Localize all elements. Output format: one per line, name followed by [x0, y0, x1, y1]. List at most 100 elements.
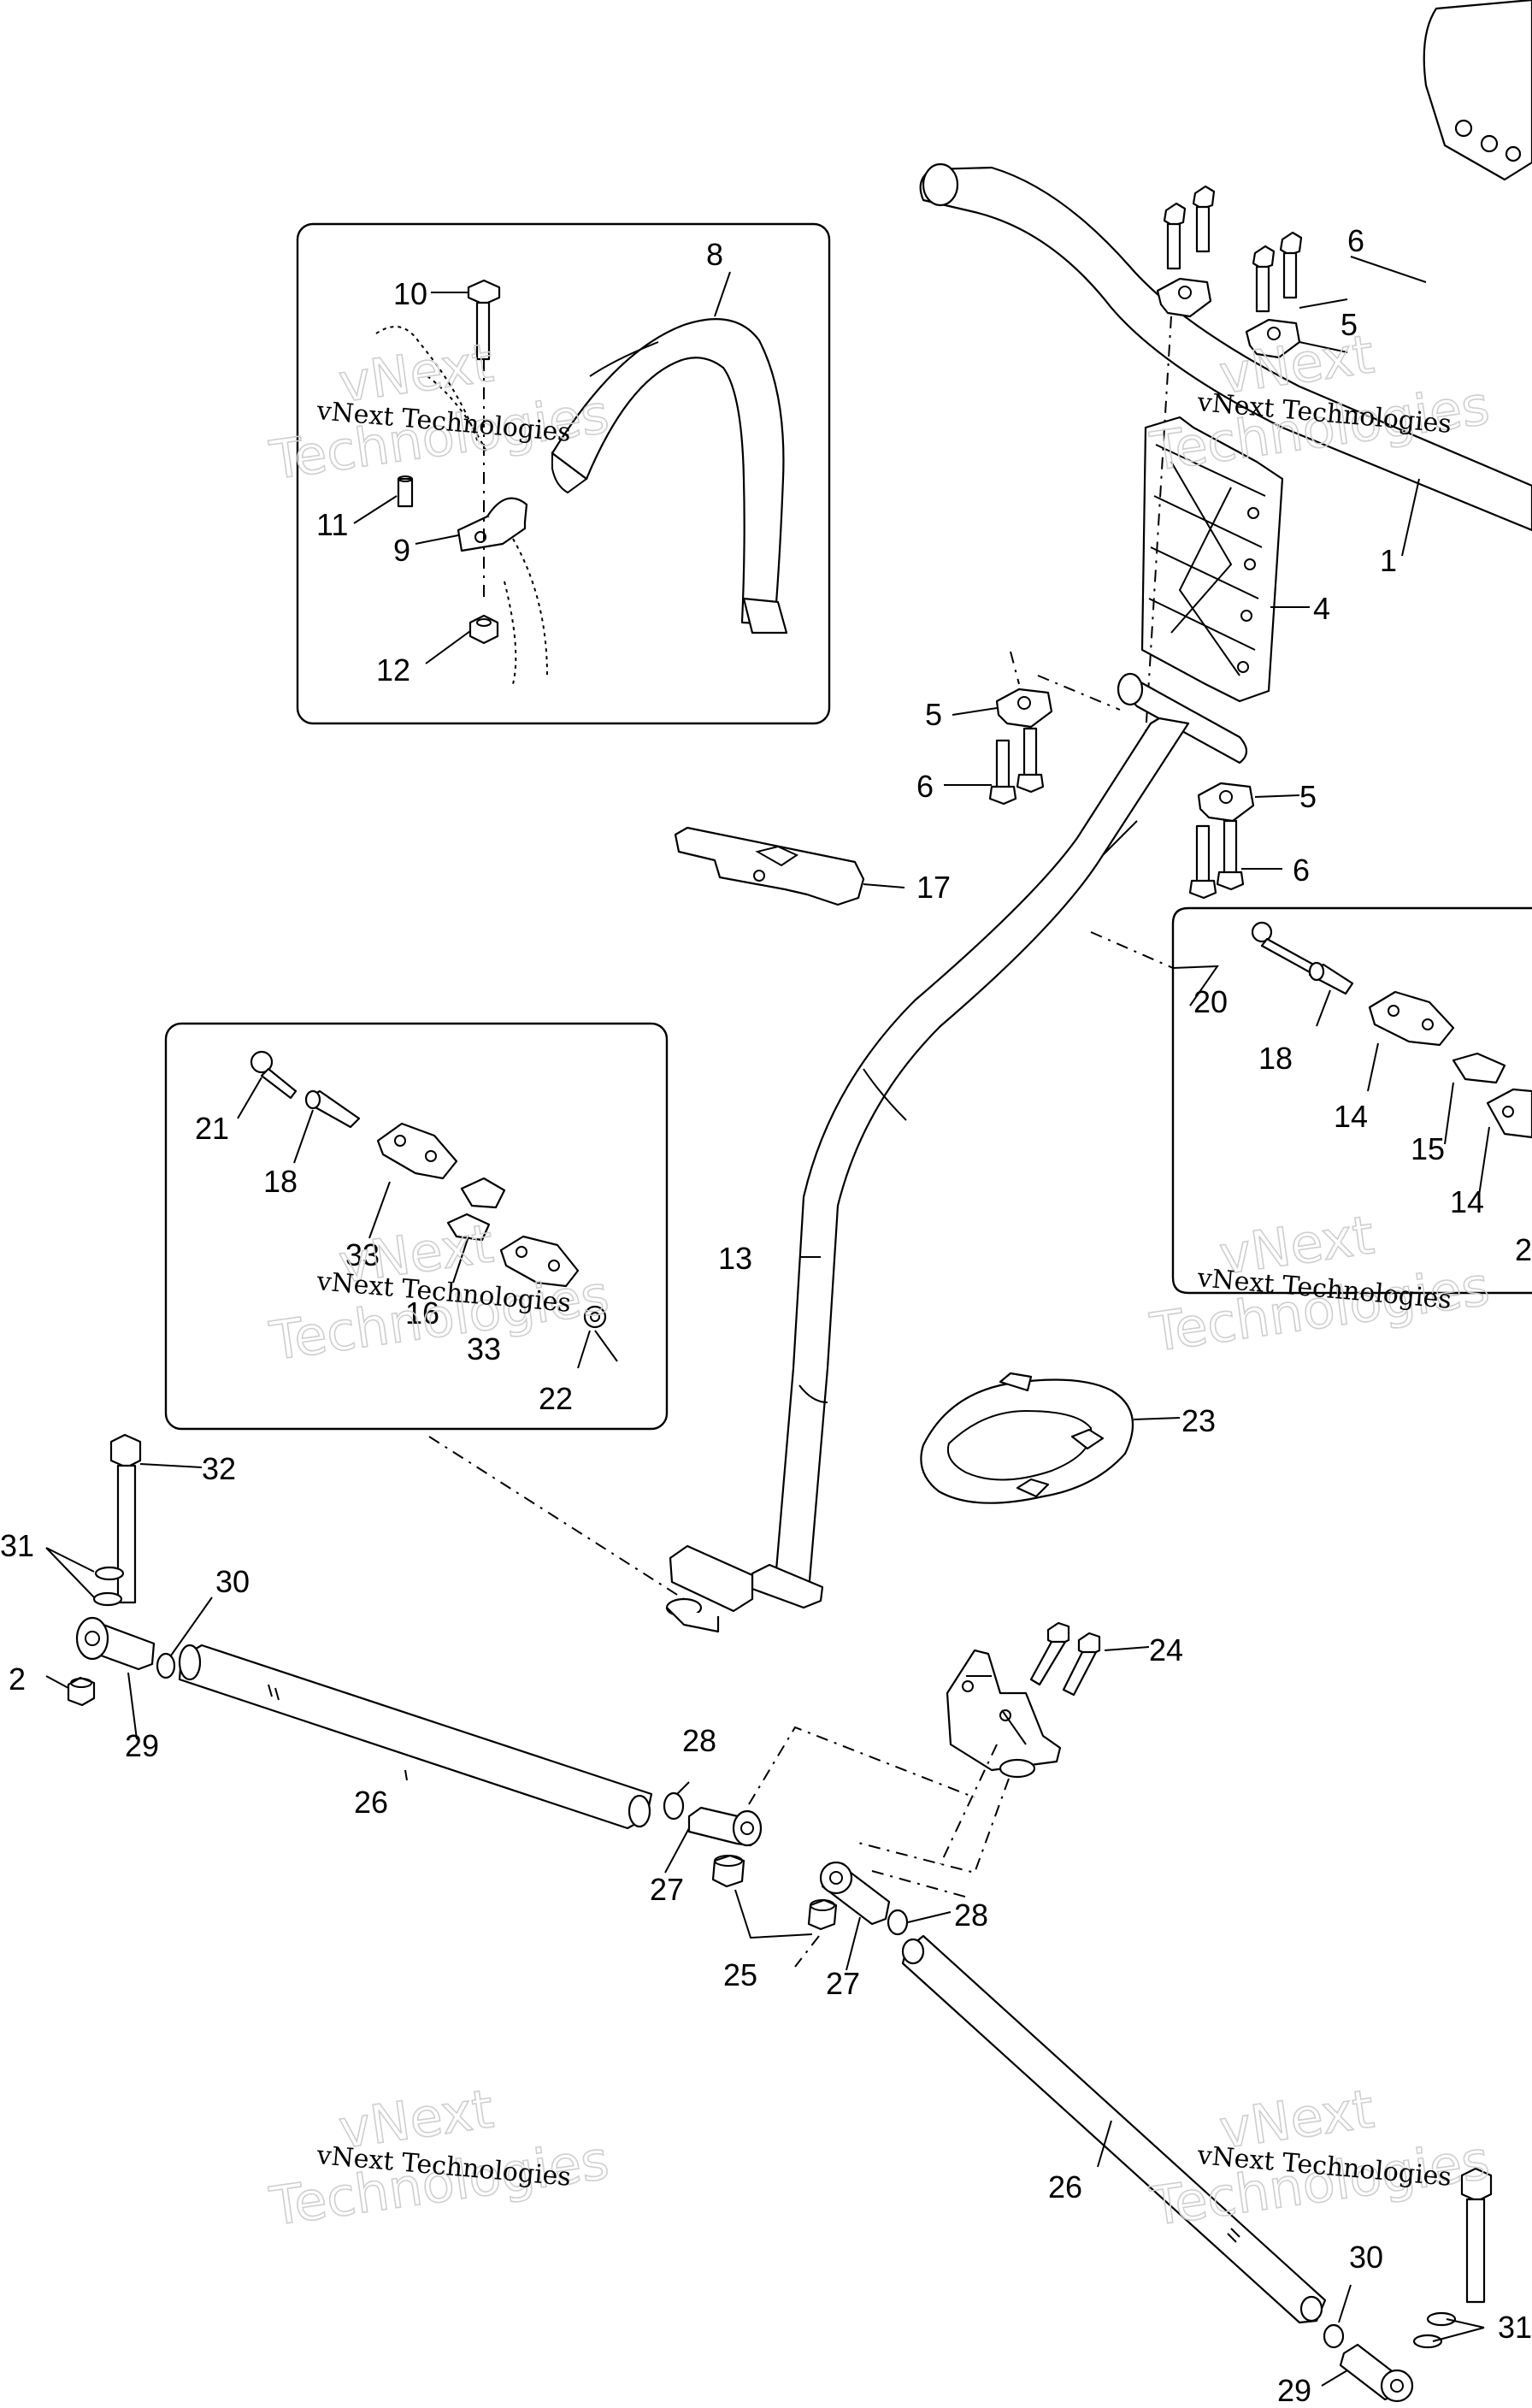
clamp-part-33-lower [499, 1235, 580, 1288]
tie-rod-end-part-27-lower [819, 1861, 891, 1926]
callout-14: 14 [1450, 1184, 1484, 1219]
watermark-5: vNext Technologies vNext Technologies [265, 2077, 613, 2239]
leader-lines [45, 256, 1490, 2387]
engine-cover-fragment [1423, 0, 1532, 181]
callout-25: 25 [723, 1957, 757, 1992]
bolt-part-21 [250, 1050, 298, 1100]
watermark-3: vNext Technologies vNext Technologies [265, 1212, 613, 1373]
callout-24: 24 [1149, 1632, 1183, 1667]
mounting-plate-part-17 [674, 826, 865, 906]
clamp-bolts-lower [988, 727, 1245, 900]
detail-box-middle-left [164, 1022, 669, 1431]
callout-17: 17 [916, 870, 951, 905]
callout-1: 1 [1380, 543, 1397, 578]
callout-4: 4 [1313, 591, 1330, 626]
callout-33: 33 [345, 1237, 380, 1272]
callout-32: 32 [202, 1451, 236, 1486]
callout-29: 29 [125, 1728, 159, 1763]
tie-rod-end-left-part-29 [75, 1616, 156, 1671]
washers-part-31-left [92, 1566, 125, 1607]
callout-labels: 1 4 5 6 5 6 5 6 17 8 10 11 9 12 20 18 14… [0, 223, 1532, 2408]
bolt-part-right-edge [1460, 2167, 1493, 2304]
spacer-part-18-left [304, 1089, 361, 1129]
washers-part-31-right [1412, 2311, 1457, 2349]
insert-part-15 [1452, 1052, 1506, 1084]
callout-11: 11 [316, 507, 348, 542]
nut-part-30-right [1323, 2323, 1345, 2349]
clamp-part-33-upper [376, 1122, 458, 1180]
callout-31: 31 [1498, 2310, 1532, 2345]
spacer-part-25-upper [711, 1854, 745, 1888]
callout-18: 18 [263, 1164, 298, 1199]
callout-16: 16 [405, 1295, 439, 1331]
riser-block-part-4 [1140, 416, 1284, 703]
clamp-part-14-upper [1368, 990, 1455, 1047]
callout-33: 33 [467, 1331, 501, 1366]
callout-5: 5 [1299, 779, 1317, 814]
clamp-lower-left [995, 688, 1053, 729]
nut-part-12 [468, 614, 499, 645]
tie-rod-end-right-part-29 [1339, 2343, 1414, 2403]
callout-20: 20 [1193, 984, 1228, 1019]
callout-9: 9 [393, 533, 410, 568]
bolt-part-32 [109, 1433, 142, 1604]
clamp-lower-right [1197, 782, 1255, 823]
spacer-part-25-lower [807, 1898, 838, 1931]
nut-part-22 [583, 1305, 607, 1329]
tie-rod-right-part-26 [901, 1934, 1327, 2324]
callout-18: 18 [1258, 1041, 1293, 1076]
callout-30: 30 [215, 1564, 250, 1599]
handlebar-clamp-upper-right [1245, 318, 1301, 359]
callout-14: 14 [1334, 1099, 1368, 1134]
tie-rod-left-part-26 [178, 1644, 653, 1830]
handlebar-part-1 [919, 162, 1532, 532]
callout-23: 23 [1181, 1403, 1216, 1438]
callout-21: 21 [195, 1111, 229, 1146]
watermark-4: vNext Technologies vNext Technologies [1146, 1203, 1494, 1365]
callout-15: 15 [1411, 1131, 1445, 1166]
callout-2-edge: 2 [1515, 1232, 1532, 1267]
callout-2: 2 [9, 1661, 26, 1697]
bolts-part-24 [1029, 1621, 1101, 1697]
bolt-part-20 [1251, 921, 1318, 975]
tie-rod-end-part-27-upper [687, 1806, 763, 1847]
callout-26: 26 [354, 1785, 388, 1820]
handlebar-clamp-upper-left [1156, 277, 1212, 318]
watermark-1: vNext Technologies vNext Technologies [265, 331, 613, 493]
clamp-part-14-lower [1486, 1088, 1532, 1139]
watermark-6: vNext Technologies vNext Technologies [1146, 2077, 1494, 2239]
dashed-tube-outline [375, 326, 548, 685]
callout-28: 28 [682, 1723, 716, 1758]
callout-27: 27 [650, 1872, 684, 1907]
grab-handle-part-8 [551, 318, 788, 634]
nut-part-2-left [67, 1676, 96, 1707]
nut-part-30-left [156, 1652, 176, 1679]
nut-part-28-upper [663, 1791, 685, 1821]
spacer-part-18-right [1308, 961, 1354, 995]
insert-part-16 [446, 1177, 506, 1242]
clamp-part-9 [457, 497, 528, 552]
callout-31: 31 [0, 1528, 34, 1563]
callout-29: 29 [1277, 2373, 1311, 2408]
callout-6: 6 [916, 769, 934, 804]
callout-26: 26 [1048, 2169, 1082, 2204]
nut-part-28-lower [887, 1909, 909, 1936]
detail-box-right [1171, 906, 1532, 1295]
callout-30: 30 [1349, 2240, 1383, 2275]
callout-10: 10 [393, 276, 427, 311]
callout-13: 13 [718, 1241, 752, 1276]
detail-box-top-left [296, 222, 831, 725]
clamp-bolts-upper [1163, 185, 1303, 313]
steering-column-part-13 [665, 672, 1248, 1633]
callout-6: 6 [1293, 853, 1310, 888]
callout-8: 8 [706, 237, 723, 272]
callout-5: 5 [925, 697, 942, 732]
callout-27: 27 [826, 1966, 860, 2001]
callout-5: 5 [1340, 307, 1358, 342]
pitman-bracket-part-24 [946, 1649, 1062, 1779]
spacer-part-11 [397, 475, 414, 508]
callout-22: 22 [539, 1381, 573, 1416]
callout-12: 12 [376, 652, 410, 688]
boot-part-23 [920, 1372, 1134, 1504]
